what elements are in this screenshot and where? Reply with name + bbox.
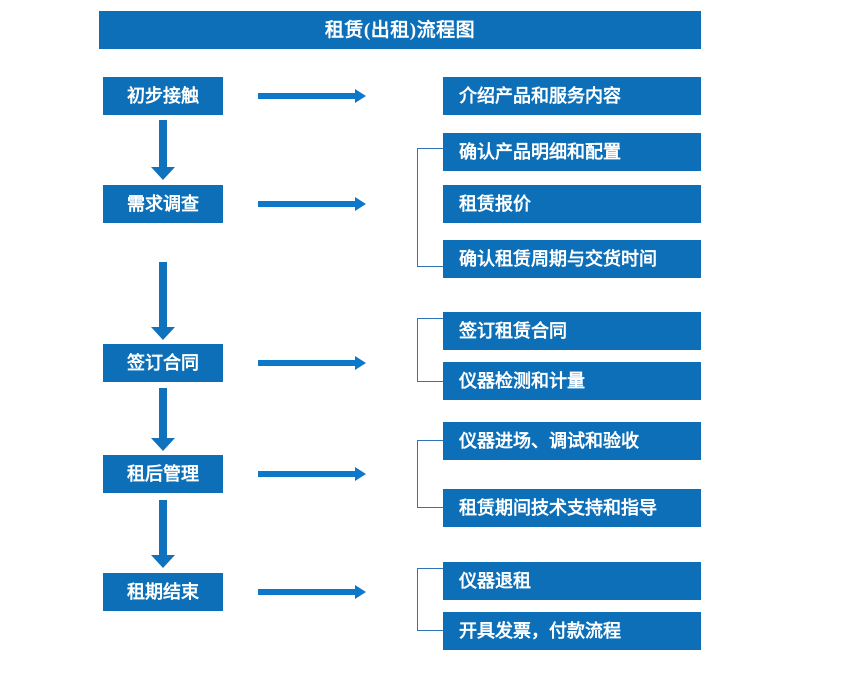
bracket-lease-end (417, 568, 443, 631)
detail-box-label: 仪器进场、调试和验收 (459, 431, 639, 451)
detail-box-label: 租赁期间技术支持和指导 (459, 498, 657, 518)
arrow-head-right-icon (355, 356, 366, 370)
stage-box-label: 需求调查 (127, 194, 199, 214)
detail-box-label: 开具发票，付款流程 (459, 621, 621, 641)
detail-box-instrument-arrival-commission-acceptance[interactable]: 仪器进场、调试和验收 (443, 422, 701, 460)
stage-box-initial-contact[interactable]: 初步接触 (103, 77, 223, 115)
stage-box-label: 租期结束 (127, 582, 199, 602)
detail-box-label: 确认租赁周期与交货时间 (459, 249, 657, 269)
vertical-arrow-4 (151, 500, 175, 568)
horizontal-arrow-1 (258, 87, 366, 105)
arrow-shaft (258, 93, 355, 99)
stage-box-sign-contract[interactable]: 签订合同 (103, 344, 223, 382)
stage-box-lease-end[interactable]: 租期结束 (103, 573, 223, 611)
detail-box-instrument-inspection-metering[interactable]: 仪器检测和计量 (443, 362, 701, 400)
arrow-head-down-icon (151, 438, 175, 451)
detail-box-confirm-product-specs[interactable]: 确认产品明细和配置 (443, 133, 701, 171)
detail-box-sign-rental-contract[interactable]: 签订租赁合同 (443, 312, 701, 350)
detail-box-label: 确认产品明细和配置 (459, 142, 621, 162)
arrow-head-down-icon (151, 555, 175, 568)
stage-box-label: 租后管理 (127, 464, 199, 484)
horizontal-arrow-3 (258, 354, 366, 372)
stage-box-demand-survey[interactable]: 需求调查 (103, 185, 223, 223)
horizontal-arrow-5 (258, 583, 366, 601)
detail-box-label: 租赁报价 (459, 194, 531, 214)
diagram-title: 租赁(出租)流程图 (324, 19, 476, 41)
arrow-head-right-icon (355, 467, 366, 481)
arrow-head-right-icon (355, 89, 366, 103)
bracket-demand-survey (417, 148, 443, 267)
arrow-shaft (258, 471, 355, 477)
arrow-shaft (159, 388, 167, 438)
detail-box-intro-products-services[interactable]: 介绍产品和服务内容 (443, 77, 701, 115)
arrow-shaft (258, 201, 355, 207)
bracket-sign-contract (417, 318, 443, 382)
detail-box-rental-period-tech-support[interactable]: 租赁期间技术支持和指导 (443, 489, 701, 527)
arrow-shaft (159, 500, 167, 555)
detail-box-label: 签订租赁合同 (459, 321, 567, 341)
horizontal-arrow-4 (258, 465, 366, 483)
detail-box-invoice-payment-process[interactable]: 开具发票，付款流程 (443, 612, 701, 650)
stage-box-label: 签订合同 (127, 353, 199, 373)
bracket-post-rental-management (417, 440, 443, 508)
stage-box-label: 初步接触 (127, 86, 199, 106)
detail-box-rental-quotation[interactable]: 租赁报价 (443, 185, 701, 223)
detail-box-confirm-period-delivery[interactable]: 确认租赁周期与交货时间 (443, 240, 701, 278)
arrow-head-right-icon (355, 585, 366, 599)
detail-box-label: 仪器检测和计量 (459, 371, 585, 391)
arrow-head-down-icon (151, 327, 175, 340)
horizontal-arrow-2 (258, 195, 366, 213)
vertical-arrow-2 (151, 262, 175, 340)
diagram-title-bar: 租赁(出租)流程图 (99, 11, 701, 49)
detail-box-label: 介绍产品和服务内容 (459, 86, 621, 106)
arrow-shaft (159, 262, 167, 327)
arrow-shaft (258, 360, 355, 366)
arrow-head-right-icon (355, 197, 366, 211)
detail-box-instrument-return[interactable]: 仪器退租 (443, 562, 701, 600)
vertical-arrow-1 (151, 120, 175, 180)
vertical-arrow-3 (151, 388, 175, 451)
arrow-shaft (258, 589, 355, 595)
arrow-shaft (159, 120, 167, 167)
stage-box-post-rental-management[interactable]: 租后管理 (103, 455, 223, 493)
arrow-head-down-icon (151, 167, 175, 180)
detail-box-label: 仪器退租 (459, 571, 531, 591)
